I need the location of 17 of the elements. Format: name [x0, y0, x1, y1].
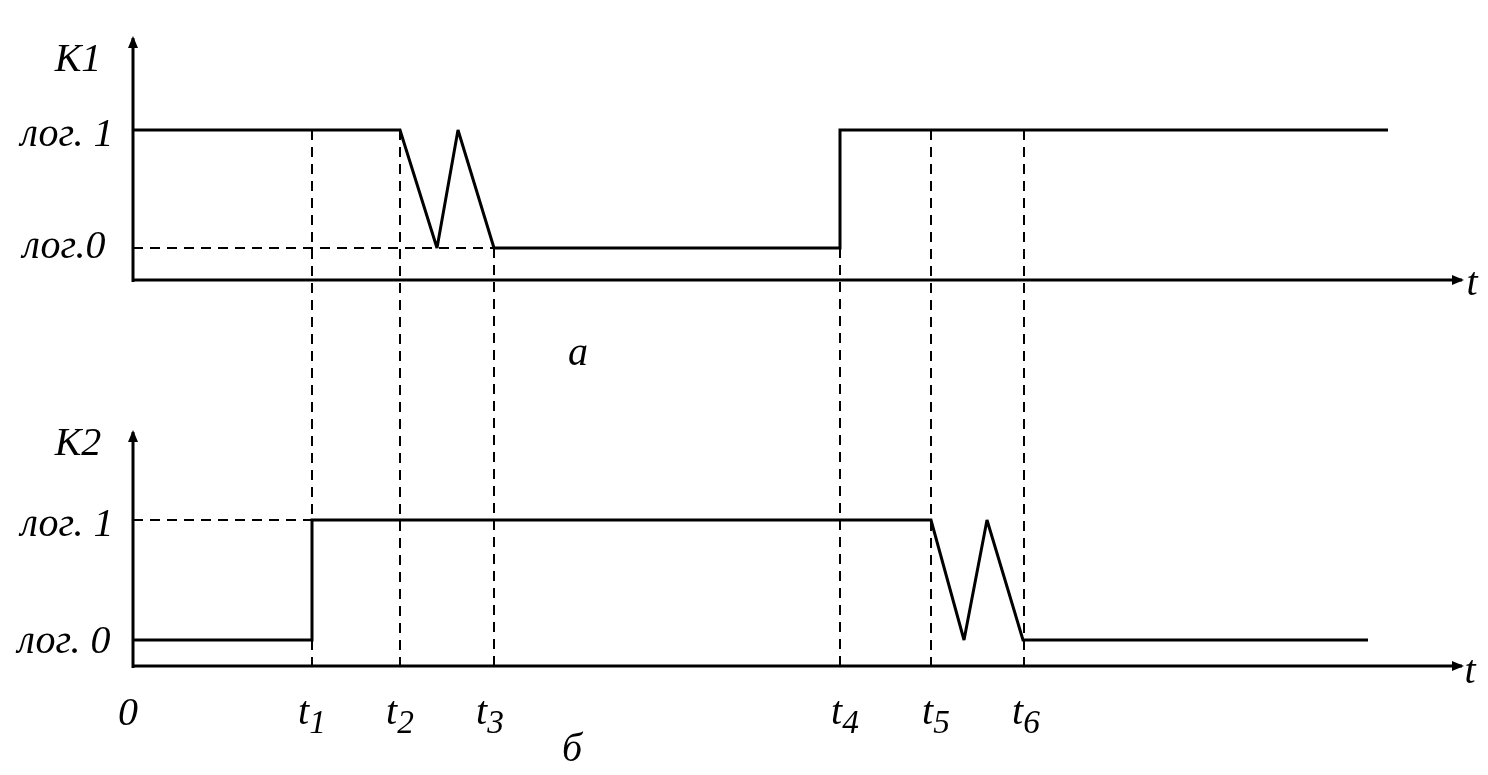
time-label: t$_{3}$ [476, 691, 504, 739]
level-label: лог. 1 [20, 113, 114, 153]
level-label: лог. 1 [20, 503, 114, 543]
axis-label: t [1464, 650, 1476, 690]
time-label: t$_{4}$ [831, 691, 859, 739]
level-label: лог. 0 [17, 620, 111, 660]
axis-label: 0 [118, 692, 138, 732]
panel-label: б [561, 728, 583, 768]
time-label: t$_{6}$ [1012, 691, 1040, 739]
axis-label: t [1466, 262, 1478, 302]
axis-label: К2 [54, 422, 102, 462]
axis-label: К1 [54, 38, 102, 78]
time-label: t$_{5}$ [922, 691, 950, 739]
time-label: t$_{1}$ [298, 691, 326, 739]
time-label: t$_{2}$ [386, 691, 414, 739]
panel-label: а [568, 332, 588, 372]
level-label: лог.0 [22, 225, 106, 265]
